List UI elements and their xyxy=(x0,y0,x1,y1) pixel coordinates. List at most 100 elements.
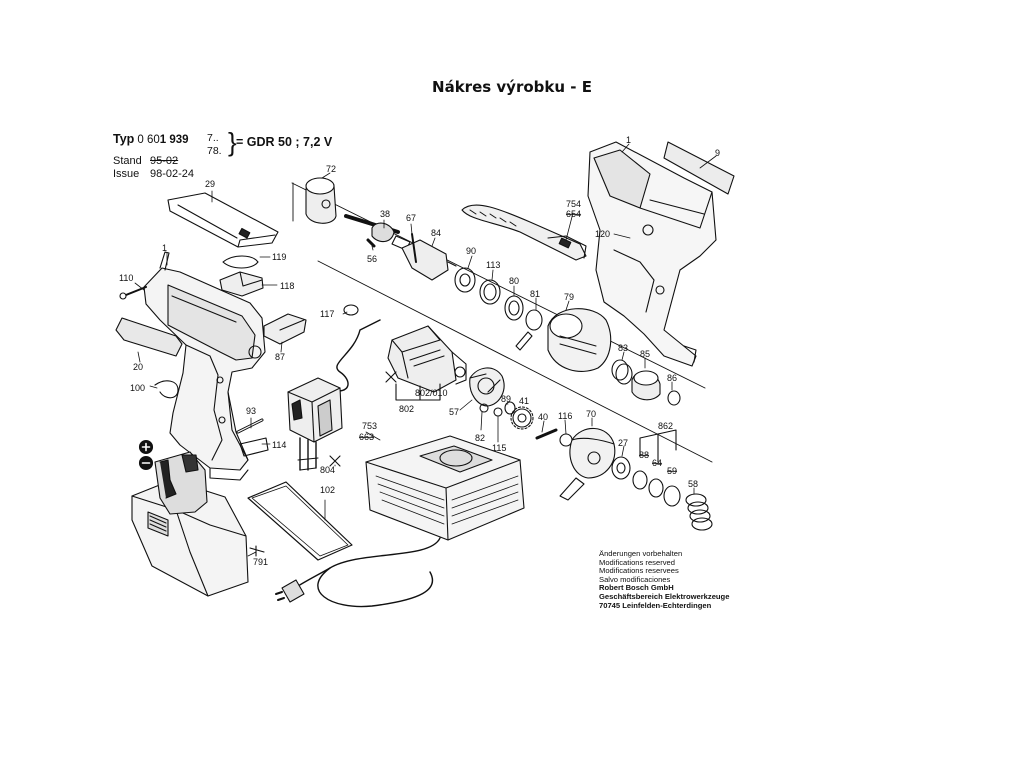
label-753: 753 xyxy=(362,421,377,431)
part-41-gear xyxy=(510,406,534,430)
label-100: 100 xyxy=(130,383,145,393)
label-82: 82 xyxy=(475,433,485,443)
label-1-right: 1 xyxy=(626,135,631,145)
stand-value: 95-02 xyxy=(150,155,179,167)
part-791-marker xyxy=(249,545,265,557)
note-line: Modifications reserved xyxy=(599,557,675,567)
label-40: 40 xyxy=(538,412,548,422)
label-38: 38 xyxy=(380,209,390,219)
part-86-ring xyxy=(667,390,681,406)
label-804: 804 xyxy=(320,465,335,475)
label-89: 89 xyxy=(501,394,511,404)
variant-brace: } xyxy=(228,127,237,157)
label-114: 114 xyxy=(272,440,286,450)
part-9-label xyxy=(663,141,735,195)
part-81-ring xyxy=(525,309,543,331)
label-83: 83 xyxy=(618,343,628,353)
part-number-labels: 1 1 9 20 27 29 38 40 41 56 57 58 67 70 7… xyxy=(119,135,720,567)
part-93-pin xyxy=(236,418,264,434)
part-1-left-housing xyxy=(143,251,266,481)
part-29-cover xyxy=(167,192,279,248)
label-70: 70 xyxy=(586,409,596,419)
label-27: 27 xyxy=(618,438,628,448)
part-81-pin xyxy=(515,331,533,351)
part-862-bracket xyxy=(639,429,677,463)
part-67-shaft xyxy=(401,233,457,281)
stand-row: Stand 95-02 xyxy=(113,155,178,168)
label-802: 802 xyxy=(399,404,414,414)
note-line: Änderungen vorbehalten xyxy=(599,549,683,558)
label-59: 59 xyxy=(667,466,677,476)
type-variants: 7.. 78. xyxy=(207,132,222,158)
type-number-row: Typ 0 601 939 xyxy=(113,133,189,147)
label-802-010: 802/010 xyxy=(415,388,448,398)
battery-polarity xyxy=(138,439,154,471)
motor-wires xyxy=(329,319,381,392)
issue-label: Issue xyxy=(113,168,140,180)
variant-1: 7.. xyxy=(207,132,219,144)
part-58-spring xyxy=(685,493,713,531)
part-117-ring xyxy=(343,304,359,316)
label-120: 120 xyxy=(595,229,610,239)
company-line: Geschäftsbereich Elektrowerkzeuge xyxy=(599,591,730,601)
label-117: 117 xyxy=(320,309,334,319)
label-116: 116 xyxy=(558,411,572,421)
note-line: Salvo modificaciones xyxy=(599,574,671,584)
label-81: 81 xyxy=(530,289,540,299)
part-116-ring xyxy=(559,433,573,447)
stand-label: Stand xyxy=(113,155,142,167)
company-line: Robert Bosch GmbH xyxy=(599,583,674,593)
issue-value: 98-02-24 xyxy=(150,168,195,180)
part-40-screw xyxy=(535,428,558,440)
part-89-washer xyxy=(504,401,516,415)
part-113-washer xyxy=(479,279,501,305)
label-791: 791 xyxy=(253,557,268,567)
part-102-cable xyxy=(247,481,353,561)
label-118: 118 xyxy=(280,281,294,291)
typ-label: Typ xyxy=(113,132,135,146)
part-802-motor xyxy=(387,325,467,393)
label-119: 119 xyxy=(272,252,286,262)
part-20-side-panel xyxy=(115,317,183,357)
part-87-switch xyxy=(263,313,307,345)
label-67: 67 xyxy=(406,213,416,223)
part-753-charger xyxy=(365,435,525,541)
part-85-sleeve xyxy=(631,370,661,401)
label-110: 110 xyxy=(119,273,133,283)
label-753-old: 663 xyxy=(359,432,374,442)
label-56: 56 xyxy=(367,254,377,264)
part-100-clip xyxy=(154,380,179,399)
label-93: 93 xyxy=(246,406,256,416)
label-1-left: 1 xyxy=(162,243,167,253)
label-57: 57 xyxy=(449,407,459,417)
mains-plug xyxy=(275,579,305,603)
label-862: 862 xyxy=(658,421,673,431)
label-79: 79 xyxy=(564,292,574,302)
part-72-anvil xyxy=(305,177,337,224)
part-804-mark xyxy=(329,455,341,467)
label-115: 115 xyxy=(492,443,506,453)
page-title: Nákres výrobku - E xyxy=(432,78,592,96)
label-64: 64 xyxy=(652,458,662,468)
part-802-mark xyxy=(385,371,397,383)
part-27-bearing xyxy=(611,456,631,480)
label-113: 113 xyxy=(486,260,500,270)
label-88: 88 xyxy=(639,450,649,460)
issue-row: Issue 98-02-24 xyxy=(113,168,194,181)
part-118-slider xyxy=(219,271,264,297)
label-72: 72 xyxy=(326,164,336,174)
label-87: 87 xyxy=(275,352,285,362)
part-119-ring xyxy=(222,255,259,269)
part-754-strap xyxy=(461,204,587,261)
label-84: 84 xyxy=(431,228,441,238)
part-56-pin xyxy=(366,238,376,248)
note-line: Modifications reservees xyxy=(599,566,679,576)
label-41: 41 xyxy=(519,396,529,406)
part-114-contact xyxy=(239,437,269,457)
part-79-gear-housing xyxy=(547,308,612,372)
part-57-switch xyxy=(287,377,343,471)
part-38-spindle xyxy=(344,214,411,251)
part-90-washer xyxy=(454,267,476,293)
variant-2: 78. xyxy=(207,145,222,157)
